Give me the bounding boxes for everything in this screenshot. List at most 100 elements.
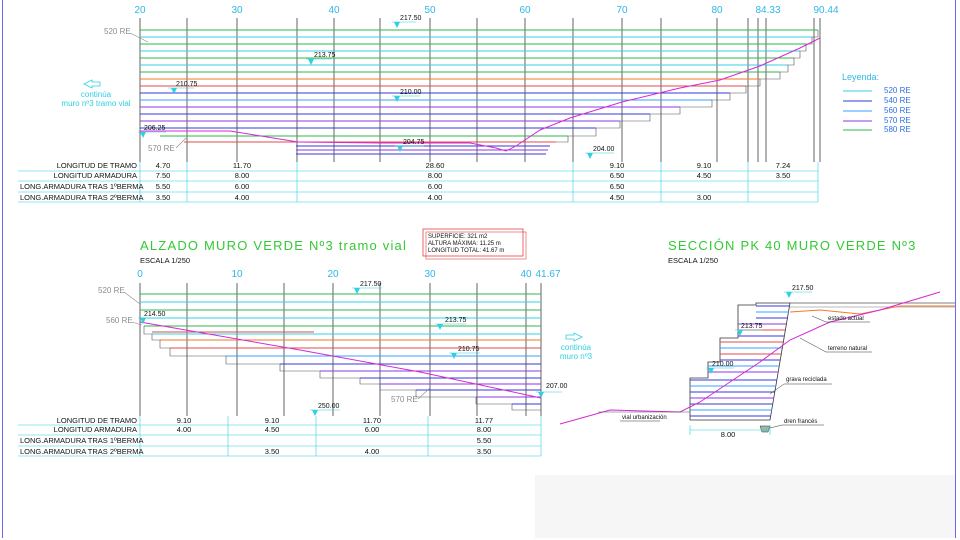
table-cell: 5.50 bbox=[477, 436, 492, 445]
bl-ground-line bbox=[139, 321, 542, 399]
elevation-label: 206.25 bbox=[144, 125, 166, 132]
legend-label: 560 RE bbox=[884, 106, 911, 115]
legend-item-540: 540 RE bbox=[843, 96, 911, 105]
top-axis: 20 30 40 50 60 70 80 84.33 90.44 bbox=[134, 5, 839, 16]
top-axis-label: 20 bbox=[134, 5, 146, 16]
elevation-label: 213.75 bbox=[314, 52, 336, 59]
elevation-label: 210.00 bbox=[712, 361, 734, 368]
table-row-label: LONGITUD DE TRAMO bbox=[57, 416, 137, 425]
table-cell: 4.50 bbox=[697, 171, 712, 180]
elevation-label: 204.00 bbox=[593, 146, 615, 153]
continua-text: continúa bbox=[561, 343, 592, 352]
elevation-label: 214.50 bbox=[144, 311, 166, 318]
info-line: LONGITUD TOTAL: 41.67 m bbox=[428, 248, 504, 254]
top-axis-label: 80 bbox=[711, 5, 723, 16]
table-row-label: LONG.ARMADURA TRAS 2ºBERMA bbox=[20, 447, 143, 456]
layer-label: 520 RE bbox=[98, 286, 125, 295]
bl-elevations: 217.50 214.50 213.75 210.75 207.00 250.0… bbox=[138, 281, 568, 416]
section-labels: 217.50 213.75 210.00 estado actual terre… bbox=[620, 285, 872, 439]
bottom-left-scale: ESCALA 1/250 bbox=[140, 256, 190, 265]
callout: terreno natural bbox=[828, 346, 867, 352]
info-box: SUPERFICIE: 321 m2 ALTURA MÁXIMA: 11.25 … bbox=[422, 228, 527, 260]
elevation-label: 210.75 bbox=[458, 346, 480, 353]
bl-layer-labels: 520 RE 560 RE 570 RE bbox=[98, 286, 418, 404]
top-axis-label: 40 bbox=[328, 5, 340, 16]
legend-item-570: 570 RE bbox=[843, 116, 911, 125]
bottom-right-title: SECCIÓN PK 40 MURO VERDE Nº3 bbox=[668, 238, 917, 253]
table-cell: 3.50 bbox=[477, 447, 492, 456]
elevation-label: 217.50 bbox=[792, 285, 814, 292]
section-drawing bbox=[559, 291, 955, 435]
callout: dren francés bbox=[784, 419, 817, 425]
bl-axis-label: 40 bbox=[520, 269, 532, 280]
layer-label: 570 RE bbox=[148, 144, 175, 153]
legend-label: 540 RE bbox=[884, 96, 911, 105]
top-axis-label: 60 bbox=[519, 5, 531, 16]
top-axis-label: 84.33 bbox=[755, 5, 780, 16]
table-cell: 5.50 bbox=[156, 182, 171, 191]
top-layer-labels: 520 RE 570 RE bbox=[104, 27, 175, 153]
elevation-label: 217.50 bbox=[400, 15, 422, 22]
elevation-label: 210.75 bbox=[176, 81, 198, 88]
top-continua: continúa muro nº3 tramo vial bbox=[61, 79, 131, 108]
top-axis-label: 30 bbox=[231, 5, 243, 16]
dimension-label: 8.00 bbox=[721, 430, 736, 439]
layer-label: 520 RE bbox=[104, 27, 131, 36]
table-row-label: LONG.ARMADURA TRAS 1ºBERMA bbox=[20, 182, 143, 191]
top-layers bbox=[140, 29, 818, 155]
layer-label: 560 RE bbox=[106, 316, 133, 325]
elevation-label: 213.75 bbox=[741, 323, 763, 330]
table-cell: 9.10 bbox=[697, 161, 712, 170]
table-cell: 6.50 bbox=[610, 171, 625, 180]
elevation-label: 210.00 bbox=[400, 89, 422, 96]
legend-item-520: 520 RE bbox=[843, 86, 911, 95]
bottom-right-scale: ESCALA 1/250 bbox=[668, 256, 718, 265]
legend: Leyenda: 520 RE 540 RE 560 RE 570 RE 580… bbox=[842, 72, 911, 134]
continua-text: muro nº3 bbox=[560, 352, 593, 361]
bottom-left-title: ALZADO MURO VERDE Nº3 tramo vial bbox=[140, 238, 407, 253]
info-line: ALTURA MÁXIMA: 11.25 m bbox=[428, 240, 501, 247]
top-axis-label: 70 bbox=[616, 5, 628, 16]
table-cell: 3.50 bbox=[776, 171, 791, 180]
elevation-label: 207.00 bbox=[546, 383, 568, 390]
table-cell: 8.00 bbox=[477, 425, 492, 434]
legend-item-560: 560 RE bbox=[843, 106, 911, 115]
bl-axis-label: 20 bbox=[327, 269, 339, 280]
table-cell: 3.00 bbox=[697, 193, 712, 202]
table-row-label: LONG.ARMADURA TRAS 1ºBERMA bbox=[20, 436, 143, 445]
table-cell: 8.00 bbox=[235, 171, 250, 180]
top-table: LONGITUD DE TRAMO LONGITUD ARMADURA LONG… bbox=[18, 161, 819, 203]
table-cell: 3.50 bbox=[156, 193, 171, 202]
table-cell: 4.50 bbox=[265, 425, 280, 434]
continua-text: continúa bbox=[81, 90, 112, 99]
top-ground-line bbox=[140, 37, 821, 152]
continua-text: muro nº3 tramo vial bbox=[61, 99, 130, 108]
table-cell: 6.00 bbox=[365, 425, 380, 434]
table-cell: 7.50 bbox=[156, 171, 171, 180]
callout: grava reciclada bbox=[786, 377, 827, 383]
table-cell: 28.60 bbox=[426, 161, 445, 170]
bl-grid bbox=[139, 283, 542, 416]
elevation-label: 213.75 bbox=[445, 317, 467, 324]
bottom-left-axis: 0 10 20 30 40 41.67 bbox=[137, 269, 561, 280]
bl-layers bbox=[140, 293, 541, 405]
table-cell: 4.00 bbox=[428, 193, 443, 202]
table-cell: 4.00 bbox=[365, 447, 380, 456]
bl-axis-label: 30 bbox=[424, 269, 436, 280]
legend-label: 580 RE bbox=[884, 125, 911, 134]
elevation-label: 250.00 bbox=[318, 403, 340, 410]
table-cell: 7.24 bbox=[776, 161, 791, 170]
table-cell: 11.77 bbox=[475, 416, 493, 425]
legend-item-580: 580 RE bbox=[843, 125, 911, 134]
table-row-label: LONGITUD ARMADURA bbox=[54, 171, 137, 180]
table-row-label: LONGITUD DE TRAMO bbox=[57, 161, 137, 170]
table-row-label: LONG.ARMADURA TRAS 2ºBERMA bbox=[20, 193, 143, 202]
elevation-label: 217.50 bbox=[360, 281, 382, 288]
top-grid bbox=[139, 18, 821, 162]
top-axis-label: 50 bbox=[424, 5, 436, 16]
info-line: SUPERFICIE: 321 m2 bbox=[428, 234, 488, 240]
bl-table: LONGITUD DE TRAMO LONGITUD ARMADURA LONG… bbox=[18, 416, 542, 457]
table-cell: 4.50 bbox=[610, 193, 625, 202]
table-cell: 11.70 bbox=[233, 161, 251, 170]
